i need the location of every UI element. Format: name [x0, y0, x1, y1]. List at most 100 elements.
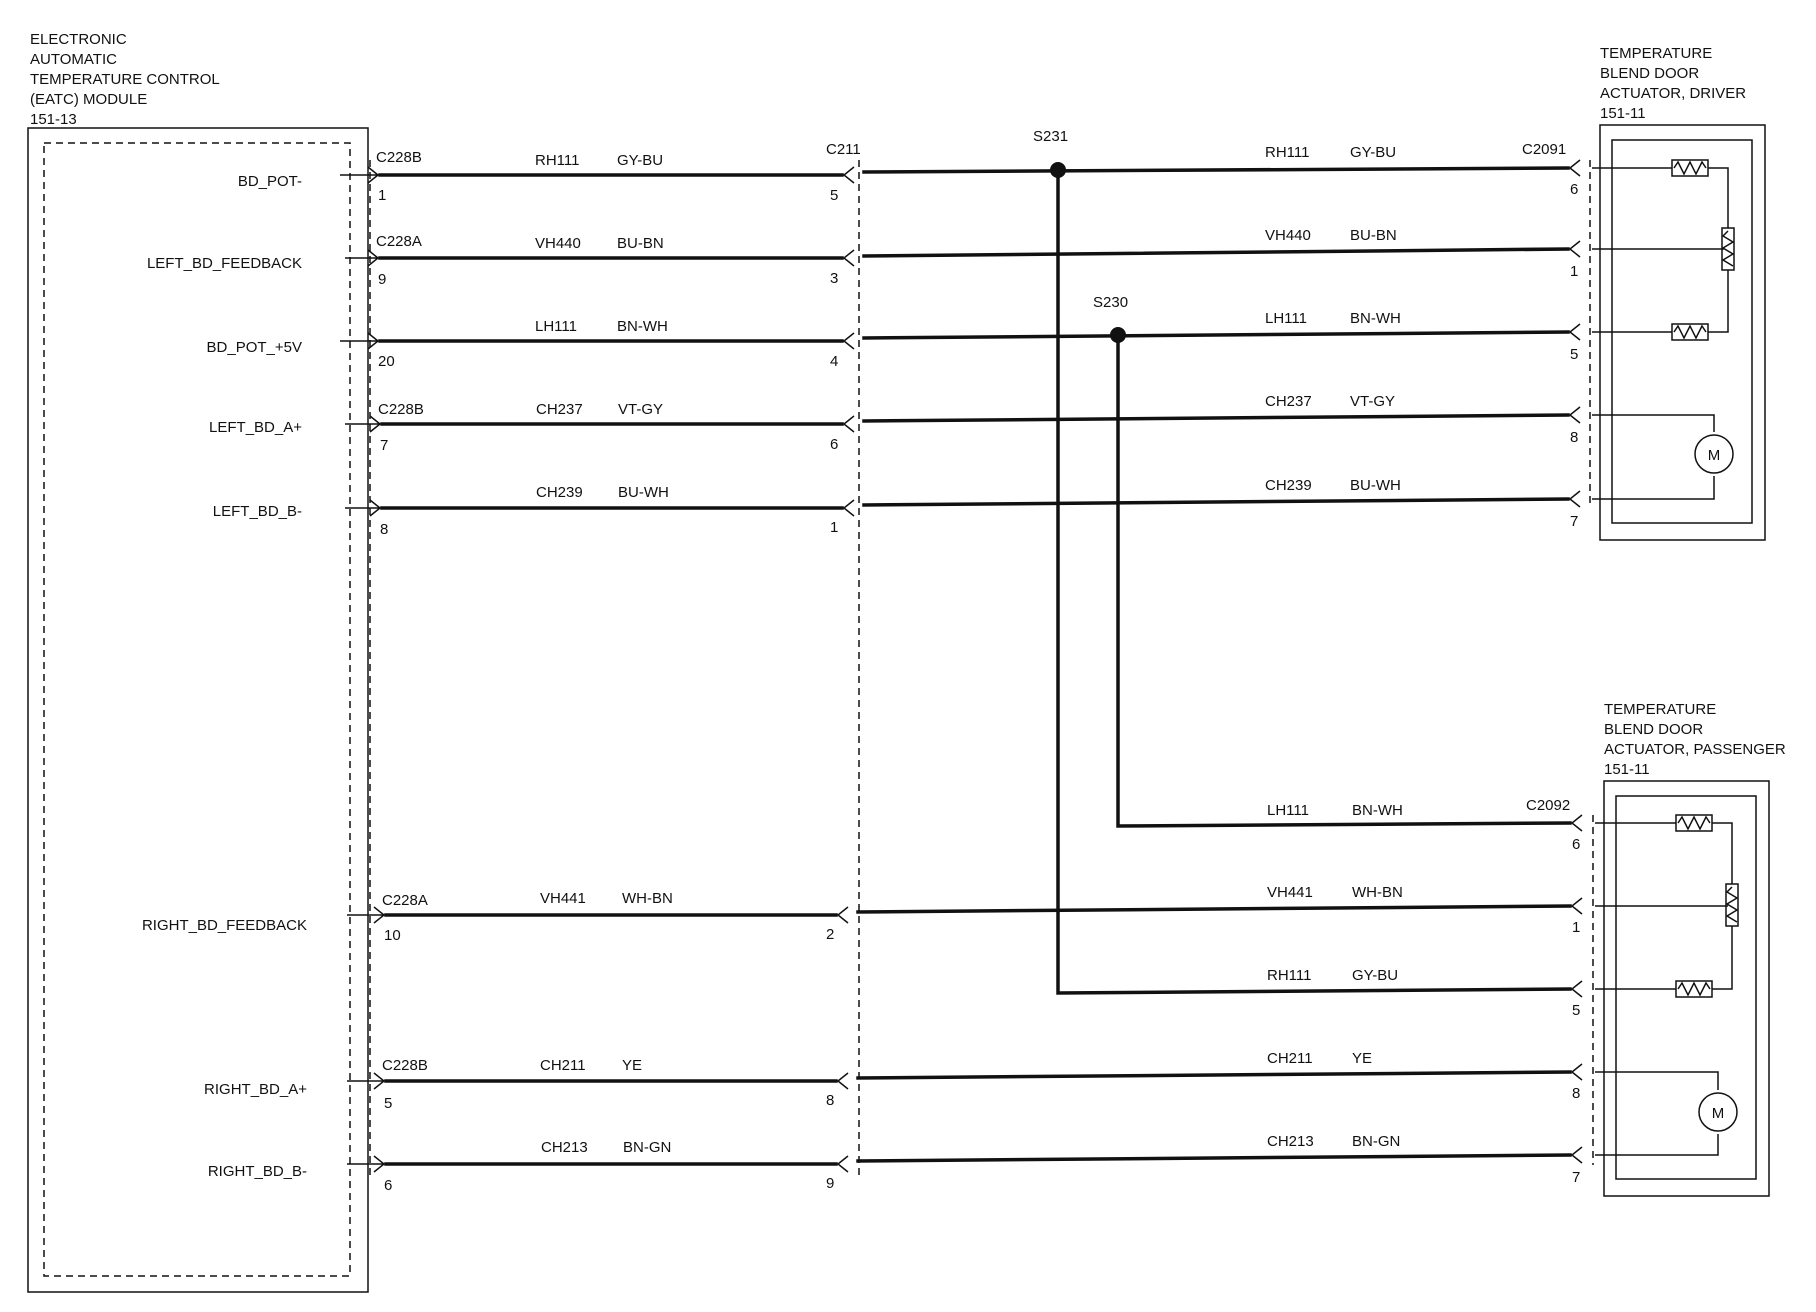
- passenger-internal-wiring: [1595, 822, 1733, 1156]
- passenger-resistor-bottom: [1675, 980, 1713, 998]
- c2091-pin-7: 7: [1570, 513, 1578, 530]
- color-wh-bn-left: WH-BN: [622, 890, 673, 907]
- color-vt-gy-driver: VT-GY: [1350, 393, 1395, 410]
- circuit-vh441-left: VH441: [540, 890, 586, 907]
- eatc-title-line-4: (EATC) MODULE: [30, 91, 147, 108]
- driver-actuator: TEMPERATURE BLEND DOOR ACTUATOR, DRIVER …: [1522, 45, 1766, 541]
- chevron-c228-pin-5: [347, 1072, 386, 1090]
- c211-inline-connector: C211 5 3 4 6 1 2 8 9: [826, 141, 861, 1192]
- color-vt-gy-left: VT-GY: [618, 401, 663, 418]
- eatc-title-line-5: 151-13: [30, 111, 77, 128]
- chevron-c2092-pin-7: [1570, 1146, 1583, 1164]
- chevron-c228-pin-8: [345, 499, 382, 517]
- passenger-resistor-top-body: [1675, 814, 1713, 832]
- driver-resistor-bottom: [1671, 323, 1709, 341]
- driver-resistor-bottom-body: [1671, 323, 1709, 341]
- eatc-title-line-1: ELECTRONIC: [30, 31, 127, 48]
- pin-label-bd-pot-minus: BD_POT-: [238, 173, 302, 190]
- c211-pin-8: 8: [826, 1092, 834, 1109]
- connector-c228a-label-1: C228A: [376, 233, 422, 250]
- pin-number-20: 20: [378, 353, 395, 370]
- chevron-c2091-pin-8: [1568, 406, 1581, 424]
- pin-label-left-bd-a-plus: LEFT_BD_A+: [209, 419, 302, 436]
- chevron-c211-pin-2: [836, 906, 849, 924]
- chevron-c211-pin-3: [842, 249, 855, 267]
- c2091-pin-1: 1: [1570, 263, 1578, 280]
- wire-vh441-passenger: [856, 904, 1572, 914]
- passenger-int-wire-motor-a: [1595, 1071, 1719, 1090]
- passenger-title-line-2: BLEND DOOR: [1604, 721, 1703, 738]
- c2092-pin-1: 1: [1572, 919, 1580, 936]
- pin-number-10: 10: [384, 927, 401, 944]
- circuit-ch213-left: CH213: [541, 1139, 588, 1156]
- passenger-motor-circle: [1698, 1092, 1738, 1132]
- driver-title-line-4: 151-11: [1600, 105, 1646, 122]
- color-bn-wh-passenger: BN-WH: [1352, 802, 1403, 819]
- eatc-module: ELECTRONIC AUTOMATIC TEMPERATURE CONTROL…: [27, 31, 428, 1293]
- driver-actuator-title: TEMPERATURE BLEND DOOR ACTUATOR, DRIVER …: [1600, 45, 1746, 122]
- passenger-motor-icon: M: [1698, 1092, 1738, 1132]
- circuit-rh111-left: RH111: [535, 152, 579, 169]
- driver-title-line-1: TEMPERATURE: [1600, 45, 1712, 62]
- driver-title-line-3: ACTUATOR, DRIVER: [1600, 85, 1746, 102]
- passenger-actuator: TEMPERATURE BLEND DOOR ACTUATOR, PASSENG…: [1526, 701, 1786, 1197]
- eatc-module-inner-outline: [43, 142, 351, 1277]
- chevron-c211-pin-1: [842, 499, 855, 517]
- driver-int-wire-motor-b: [1592, 476, 1715, 500]
- c2092-chevrons: [1570, 814, 1583, 1164]
- c2092-pin-5: 5: [1572, 1002, 1580, 1019]
- wire-ch239-driver: [862, 497, 1570, 507]
- passenger-potentiometer: [1725, 883, 1739, 927]
- color-gy-bu-left: GY-BU: [617, 152, 663, 169]
- passenger-resistor-bottom-body: [1675, 980, 1713, 998]
- circuit-vh441-passenger: VH441: [1267, 884, 1313, 901]
- color-bu-wh-driver: BU-WH: [1350, 477, 1401, 494]
- passenger-pot-zigzag: [1725, 886, 1739, 923]
- splice-s231-dot: [1050, 162, 1066, 178]
- chevron-c228-pin-7: [345, 415, 382, 433]
- color-ye-left: YE: [622, 1057, 642, 1074]
- driver-motor-icon: M: [1694, 434, 1734, 474]
- color-bn-wh-driver: BN-WH: [1350, 310, 1401, 327]
- passenger-motor-label: M: [1712, 1105, 1725, 1122]
- wire-ch213-passenger: [856, 1153, 1572, 1163]
- chevron-c228-pin-1: [340, 166, 380, 184]
- pin-label-bd-pot-5v: BD_POT_+5V: [207, 339, 302, 356]
- chevron-c211-pin-5: [842, 166, 855, 184]
- eatc-title-line-2: AUTOMATIC: [30, 51, 117, 68]
- c2092-pin-6: 6: [1572, 836, 1580, 853]
- driver-int-wire-top: [1708, 167, 1729, 228]
- chevron-c228-pin-9: [345, 249, 380, 267]
- driver-internal-wiring: [1592, 167, 1729, 500]
- chevron-c2091-pin-6: [1568, 159, 1581, 177]
- passenger-int-wire-motor-b: [1595, 1134, 1719, 1156]
- color-bu-bn-left: BU-BN: [617, 235, 664, 252]
- passenger-int-wire-bottom: [1712, 926, 1733, 990]
- driver-motor-circle: [1694, 434, 1734, 474]
- driver-pot-zigzag: [1721, 230, 1735, 267]
- pin-label-left-bd-b-minus: LEFT_BD_B-: [213, 503, 302, 520]
- chevron-c2092-pin-1: [1570, 897, 1583, 915]
- circuit-rh111-driver: RH111: [1265, 144, 1309, 161]
- pin-label-right-bd-feedback: RIGHT_BD_FEEDBACK: [142, 917, 307, 934]
- color-wh-bn-passenger: WH-BN: [1352, 884, 1403, 901]
- chevron-c228-pin-6: [347, 1155, 386, 1173]
- circuit-ch239-driver: CH239: [1265, 477, 1312, 494]
- splice-s230-dot: [1110, 327, 1126, 343]
- passenger-title-line-1: TEMPERATURE: [1604, 701, 1716, 718]
- c2091-pin-5: 5: [1570, 346, 1578, 363]
- wire-lh111-driver: [862, 330, 1570, 340]
- wire-ch237-driver: [862, 413, 1570, 423]
- circuit-ch211-passenger: CH211: [1267, 1050, 1313, 1067]
- circuit-ch211-left: CH211: [540, 1057, 586, 1074]
- connector-c228b-label-1: C228B: [376, 149, 422, 166]
- splice-s231-branch: [1056, 168, 1572, 995]
- driver-potentiometer: [1721, 227, 1735, 271]
- c211-pin-2: 2: [826, 926, 834, 943]
- chevron-c228-pin-20: [340, 332, 380, 350]
- chevron-c2091-pin-1: [1568, 240, 1581, 258]
- c211-pin-4: 4: [830, 353, 838, 370]
- chevron-c2092-pin-8: [1570, 1063, 1583, 1081]
- c211-pin-3: 3: [830, 270, 838, 287]
